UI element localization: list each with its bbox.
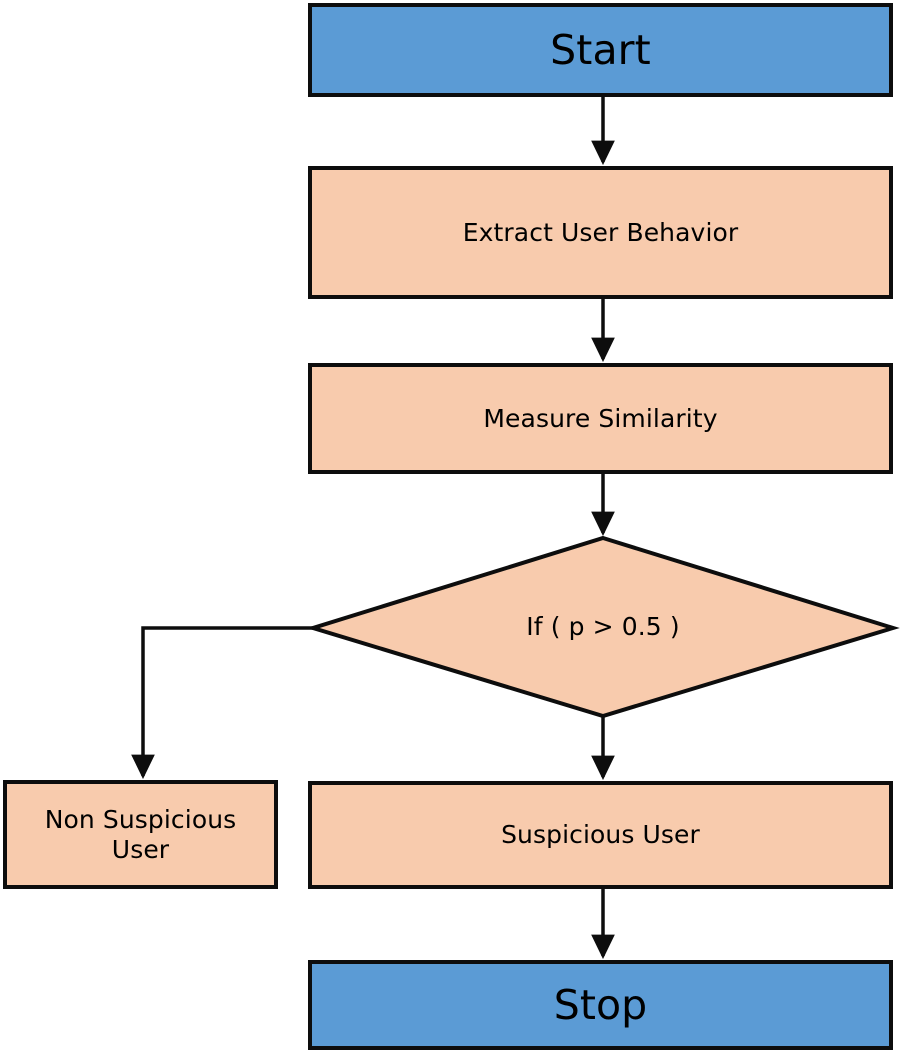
node-measure-similarity-shape[interactable]: [308, 363, 893, 474]
node-suspicious-user-shape[interactable]: [308, 781, 893, 889]
node-if-p-greater-than-shape[interactable]: [306, 535, 900, 719]
node-start-shape[interactable]: [308, 3, 893, 97]
node-stop-shape[interactable]: [308, 960, 893, 1050]
node-non-suspicious-user-shape[interactable]: [3, 780, 278, 889]
node-extract-user-behavior-shape[interactable]: [308, 166, 893, 299]
edge-decision-to-non-suspicious: [131, 626, 313, 780]
